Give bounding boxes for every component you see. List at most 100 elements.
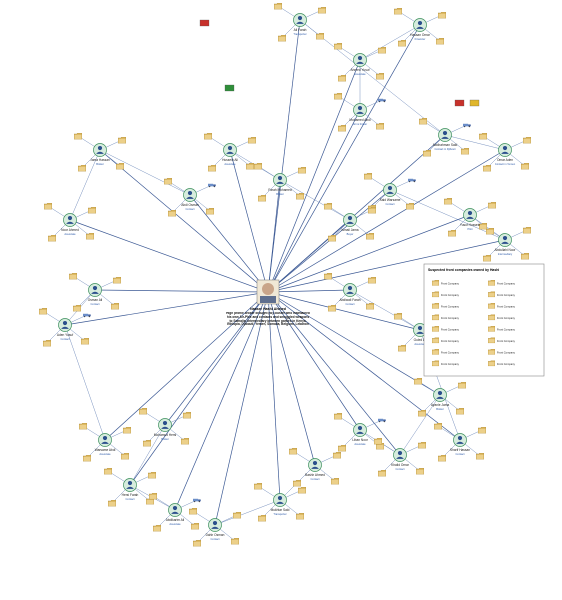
folder-icon[interactable]	[183, 412, 191, 419]
folder-icon[interactable]	[108, 500, 116, 507]
folder-icon[interactable]	[483, 165, 491, 172]
folder-icon[interactable]	[378, 470, 386, 477]
folder-icon[interactable]	[456, 408, 464, 415]
folder-icon[interactable]	[296, 513, 304, 520]
folder-icon[interactable]	[376, 123, 384, 130]
folder-icon[interactable]	[316, 33, 324, 40]
folder-icon[interactable]	[73, 305, 81, 312]
folder-icon[interactable]	[206, 208, 214, 215]
folder-icon[interactable]	[74, 133, 82, 140]
folder-icon[interactable]	[208, 165, 216, 172]
folder-icon[interactable]	[69, 273, 77, 280]
truck-icon[interactable]	[408, 178, 416, 183]
folder-icon[interactable]	[153, 525, 161, 532]
truck-icon[interactable]	[83, 313, 91, 318]
folder-icon[interactable]	[104, 468, 112, 475]
folder-icon[interactable]	[123, 427, 131, 434]
folder-icon[interactable]	[414, 378, 422, 385]
folder-icon[interactable]	[231, 538, 239, 545]
folder-icon[interactable]	[416, 468, 424, 475]
folder-icon[interactable]	[333, 452, 341, 459]
folder-icon[interactable]	[406, 203, 414, 210]
folder-icon[interactable]	[368, 207, 376, 214]
folder-icon[interactable]	[118, 137, 126, 144]
folder-icon[interactable]	[368, 277, 376, 284]
folder-icon[interactable]	[111, 303, 119, 310]
folder-icon[interactable]	[394, 8, 402, 15]
folder-icon[interactable]	[39, 308, 47, 315]
folder-icon[interactable]	[121, 453, 129, 460]
folder-icon[interactable]	[139, 408, 147, 415]
folder-icon[interactable]	[318, 7, 326, 14]
folder-icon[interactable]	[298, 167, 306, 174]
folder-icon[interactable]	[438, 12, 446, 19]
folder-icon[interactable]	[328, 305, 336, 312]
folder-icon[interactable]	[521, 253, 529, 260]
folder-icon[interactable]	[423, 150, 431, 157]
folder-icon[interactable]	[164, 178, 172, 185]
folder-icon[interactable]	[204, 133, 212, 140]
folder-icon[interactable]	[83, 455, 91, 462]
folder-icon[interactable]	[338, 75, 346, 82]
folder-icon[interactable]	[438, 455, 446, 462]
folder-icon[interactable]	[521, 163, 529, 170]
hub-node[interactable]: Nasser Hashi Ahmed	[250, 279, 286, 311]
folder-icon[interactable]	[254, 483, 262, 490]
folder-icon[interactable]	[418, 410, 426, 417]
folder-icon[interactable]	[394, 313, 402, 320]
folder-icon[interactable]	[148, 472, 156, 479]
folder-icon[interactable]	[113, 277, 121, 284]
folder-icon[interactable]	[398, 345, 406, 352]
truck-icon[interactable]	[193, 498, 201, 503]
folder-icon[interactable]	[338, 125, 346, 132]
folder-icon[interactable]	[258, 515, 266, 522]
folder-icon[interactable]	[254, 163, 262, 170]
folder-icon[interactable]	[296, 193, 304, 200]
folder-icon[interactable]	[334, 93, 342, 100]
truck-icon[interactable]	[463, 123, 471, 128]
folder-icon[interactable]	[81, 338, 89, 345]
folder-icon[interactable]	[488, 202, 496, 209]
folder-icon[interactable]	[298, 487, 306, 494]
folder-icon[interactable]	[78, 165, 86, 172]
folder-icon[interactable]	[366, 303, 374, 310]
folder-icon[interactable]	[418, 442, 426, 449]
folder-icon[interactable]	[278, 35, 286, 42]
folder-icon[interactable]	[193, 540, 201, 547]
folder-icon[interactable]	[324, 203, 332, 210]
folder-icon[interactable]	[258, 195, 266, 202]
folder-icon[interactable]	[364, 173, 372, 180]
folder-icon[interactable]	[419, 118, 427, 125]
folder-icon[interactable]	[44, 203, 52, 210]
folder-icon[interactable]	[149, 493, 157, 500]
folder-icon[interactable]	[461, 148, 469, 155]
folder-icon[interactable]	[116, 163, 124, 170]
folder-icon[interactable]	[43, 340, 51, 347]
folder-icon[interactable]	[331, 478, 339, 485]
folder-icon[interactable]	[479, 133, 487, 140]
folder-icon[interactable]	[143, 440, 151, 447]
folder-icon[interactable]	[434, 423, 442, 430]
folder-icon[interactable]	[181, 438, 189, 445]
